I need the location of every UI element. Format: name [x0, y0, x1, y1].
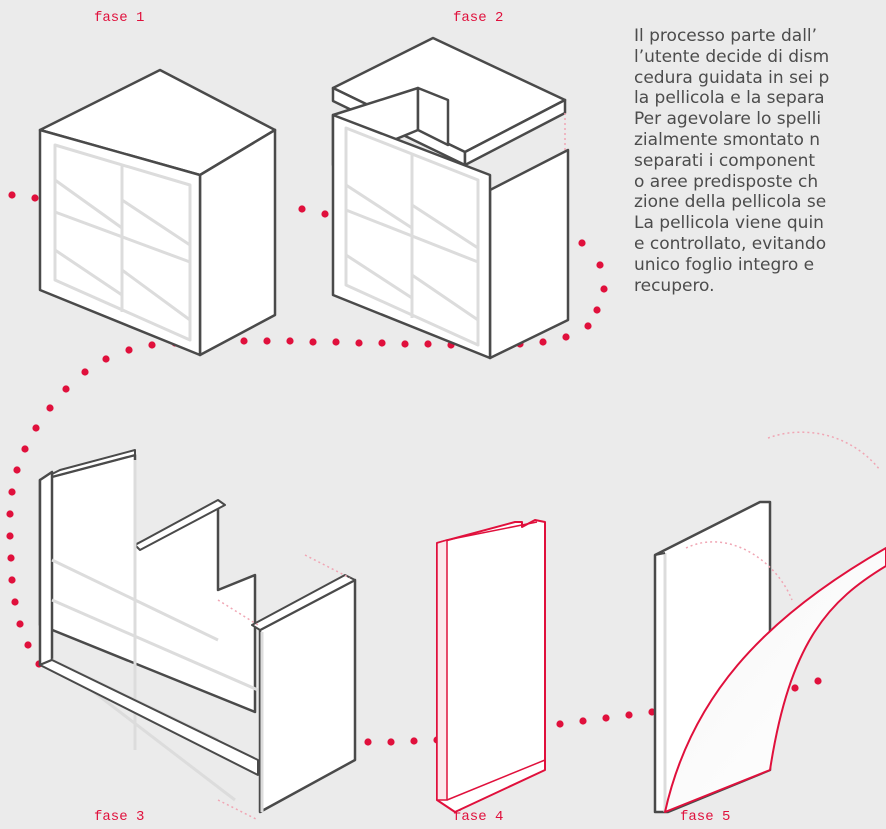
description-line: Il processo parte dall’ [634, 26, 818, 46]
cabinet-phase-2 [331, 36, 570, 360]
description-line: zialmente smontato n [634, 129, 821, 150]
description-line: Per agevolare lo spelli [634, 109, 822, 130]
phase-label-2: fase 2 [453, 10, 504, 26]
phase-label-4: fase 4 [453, 809, 504, 825]
description-line: e controllato, evitando [634, 233, 827, 254]
description-line: la pellicola e la separa [634, 88, 825, 109]
description-line: l’utente decide di dism [634, 46, 830, 67]
description-line: La pellicola viene quin [634, 213, 824, 234]
description-line: o aree predisposte ch [634, 171, 819, 192]
cabinet-phase-1 [38, 68, 277, 357]
description-line: separati i component [634, 150, 816, 171]
phase-label-3: fase 3 [94, 809, 145, 825]
description-line: cedura guidata in sei p [634, 67, 830, 88]
description-line: unico foglio integro e [634, 254, 815, 275]
phase-label-1: fase 1 [94, 10, 145, 26]
description-line: recupero. [634, 275, 715, 296]
panel-phase-4 [436, 519, 546, 813]
panel-phase-5 [653, 431, 886, 814]
phase-label-5: fase 5 [680, 809, 731, 825]
cabinet-phase-3 [38, 449, 357, 821]
description-text: Il processo parte dall’ l’utente decide … [634, 26, 886, 296]
description-line: zione della pellicola se [634, 192, 827, 213]
